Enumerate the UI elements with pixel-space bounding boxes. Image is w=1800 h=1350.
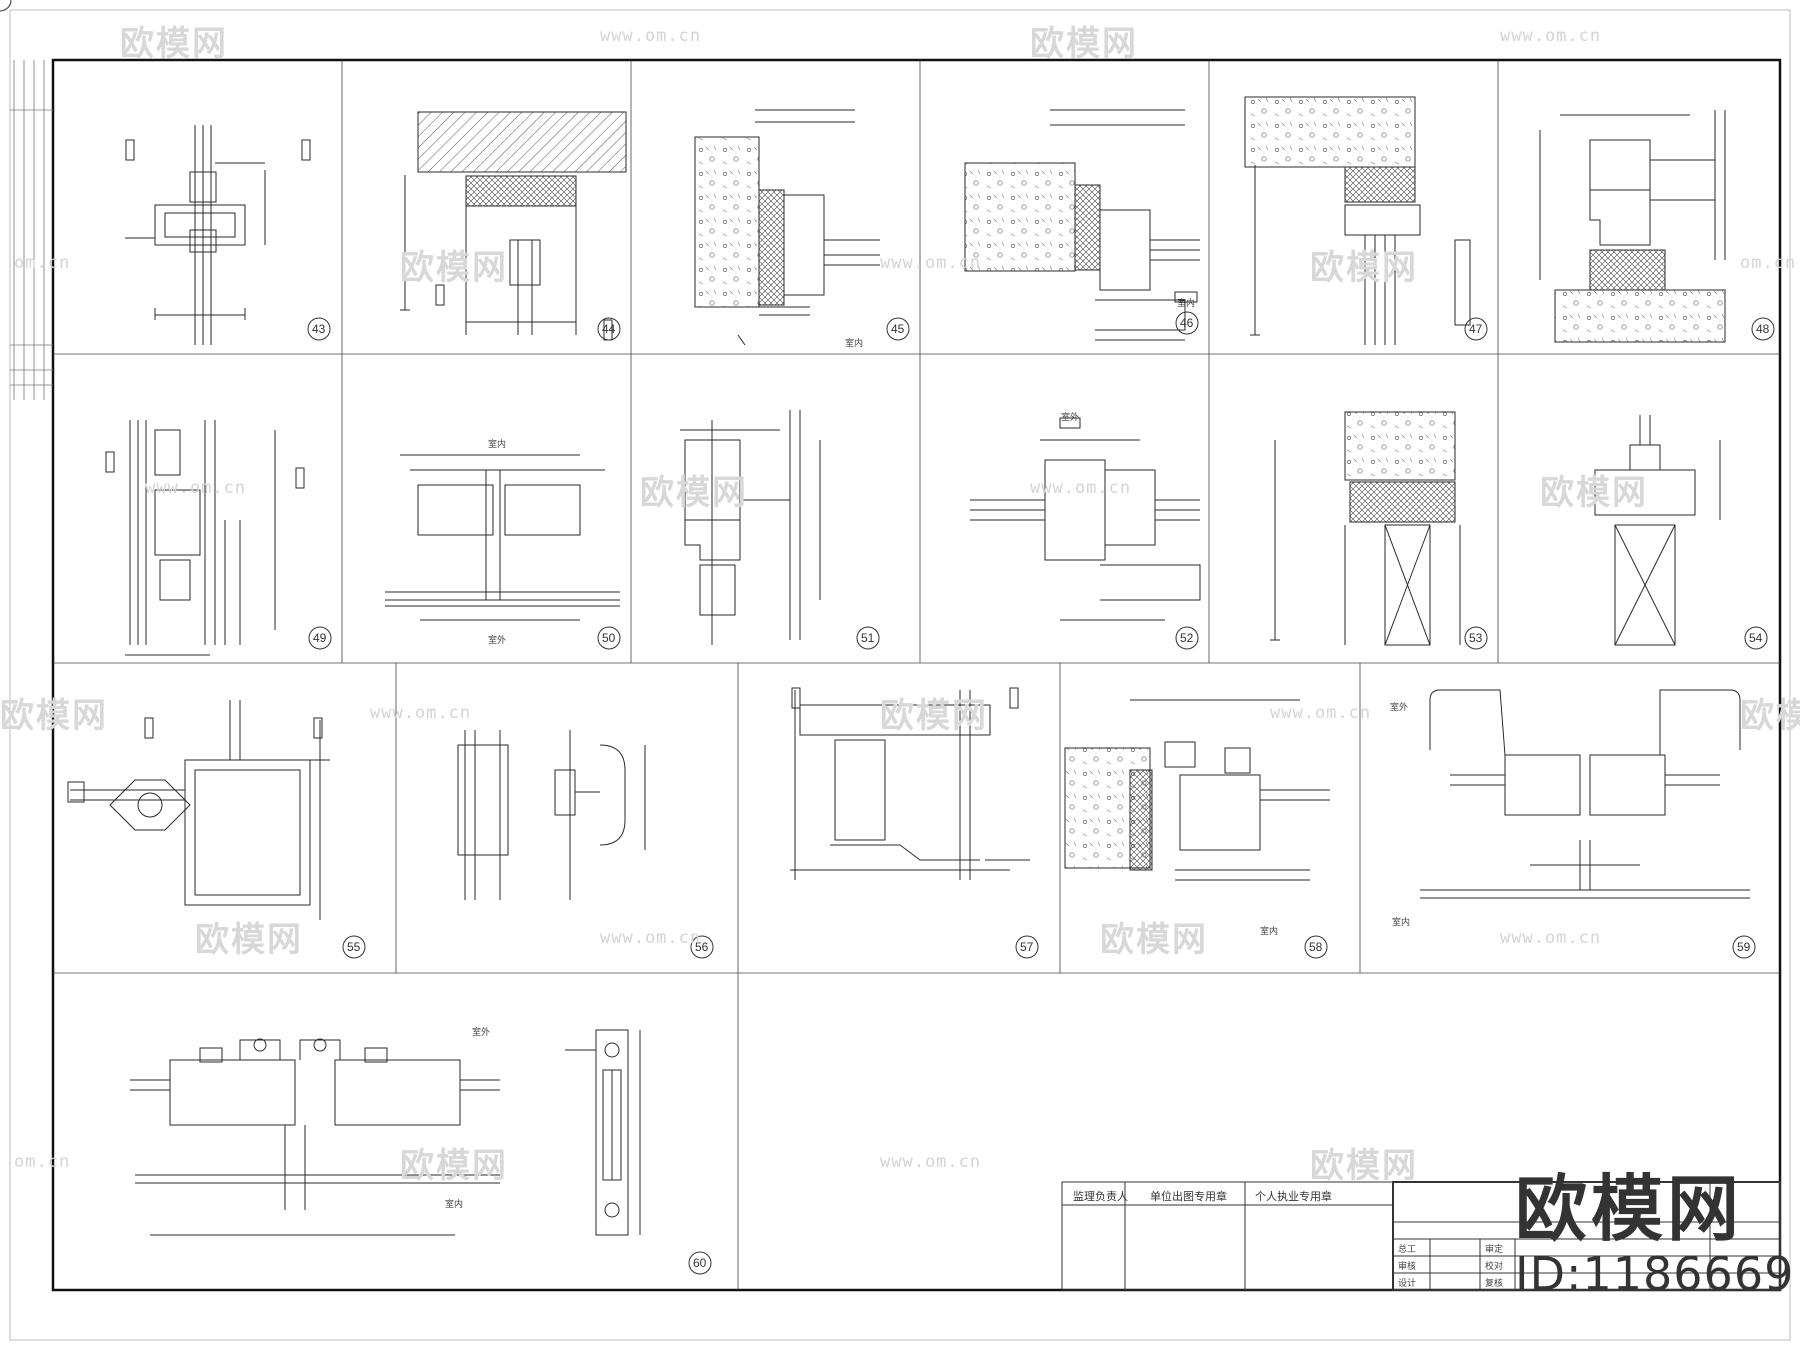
panel-number-51: 51 (861, 631, 875, 645)
panel-number-circle (597, 626, 621, 650)
panel-number-circle (1732, 935, 1756, 959)
label-indoor-60: 室内 (445, 1199, 464, 1209)
panel-number-circle (690, 935, 714, 959)
panel-number-45: 45 (891, 322, 905, 336)
panel-number-43: 43 (312, 322, 326, 336)
panel-number-circle (1464, 626, 1488, 650)
role-label: 校对 (1485, 1261, 1504, 1271)
panel-number-markers (0, 0, 1775, 1275)
sign-header-unit-seal: 单位出图专用章 (1150, 1191, 1227, 1203)
role-label: 审核 (1398, 1261, 1417, 1271)
detail-46 (964, 109, 1200, 341)
detail-48 (1539, 110, 1726, 343)
label-outdoor-60: 室外 (472, 1027, 491, 1037)
detail-54 (1594, 415, 1721, 646)
sign-header-personal-seal: 个人执业专用章 (1255, 1191, 1332, 1203)
label-outdoor-50: 室外 (488, 635, 507, 645)
detail-47 (1244, 96, 1471, 345)
sign-header-supervisor: 监理负责人 (1073, 1191, 1128, 1203)
panel-number-circle (1464, 317, 1488, 341)
label-indoor-46: 室内 (1177, 298, 1196, 308)
detail-43 (125, 125, 311, 345)
role-label: 审定 (1485, 1244, 1504, 1254)
outer-border (9, 9, 1791, 1341)
detail-44 (400, 111, 627, 341)
panel-number-circle (307, 317, 331, 341)
role-label: 设计 (1398, 1278, 1417, 1288)
role-label: 复核 (1485, 1278, 1504, 1288)
panel-number-54: 54 (1749, 631, 1763, 645)
panel-number-53: 53 (1469, 631, 1483, 645)
detail-59 (1420, 689, 1750, 899)
detail-57 (790, 687, 1030, 880)
title-block (1061, 1181, 1781, 1291)
panel-number-57: 57 (1020, 940, 1034, 954)
brand-name: 欧模网 (1515, 1167, 1744, 1251)
panel-number-circle (1175, 626, 1199, 650)
binding-strip (10, 60, 53, 400)
panel-number-circle (1175, 311, 1199, 335)
detail-58 (1064, 699, 1330, 881)
panel-number-46: 46 (1180, 316, 1194, 330)
panel-number-55: 55 (347, 940, 361, 954)
detail-55 (67, 700, 330, 920)
panel-number-circle (1015, 935, 1039, 959)
detail-49 (105, 420, 305, 656)
drawing-frame (51, 58, 1782, 1292)
panel-number-44: 44 (602, 322, 616, 336)
panel-number-59: 59 (1737, 940, 1751, 954)
panel-number-circle (688, 1251, 712, 1275)
panel-number-47: 47 (1469, 322, 1483, 336)
panel-number-circle (1304, 935, 1328, 959)
panel-number-circle (0, 0, 12, 12)
panel-number-52: 52 (1180, 631, 1194, 645)
panel-number-circle (1751, 317, 1775, 341)
label-outdoor-59: 室外 (1390, 702, 1409, 712)
role-label: 总工 (1398, 1244, 1417, 1254)
label-indoor-58: 室内 (1260, 926, 1279, 936)
panel-grid (53, 60, 1780, 1290)
panel-number-circle (342, 935, 366, 959)
panel-number-50: 50 (602, 631, 616, 645)
panel-number-60: 60 (693, 1256, 707, 1270)
detail-45 (694, 109, 880, 346)
panel-number-circle (886, 317, 910, 341)
detail-53 (1270, 411, 1461, 646)
panel-number-circle (856, 626, 880, 650)
label-indoor-59: 室内 (1392, 917, 1411, 927)
brand-overlay: 欧模网 ID:1186669 (1515, 1170, 1795, 1300)
detail-51 (680, 410, 821, 645)
panel-number-56: 56 (695, 940, 709, 954)
label-outdoor-52: 室外 (1061, 412, 1080, 422)
detail-50 (385, 454, 620, 621)
panel-number-circle (308, 626, 332, 650)
panel-number-circle (597, 317, 621, 341)
brand-id: ID:1186669 (1515, 1247, 1795, 1301)
label-indoor-45: 室内 (845, 338, 864, 348)
label-indoor-50: 室内 (488, 439, 507, 449)
panel-number-58: 58 (1309, 940, 1323, 954)
panel-number-48: 48 (1756, 322, 1770, 336)
detail-52 (970, 417, 1201, 621)
panel-number-49: 49 (313, 631, 327, 645)
detail-60 (130, 1029, 641, 1236)
detail-56 (457, 730, 646, 900)
panel-number-circle (1744, 626, 1768, 650)
